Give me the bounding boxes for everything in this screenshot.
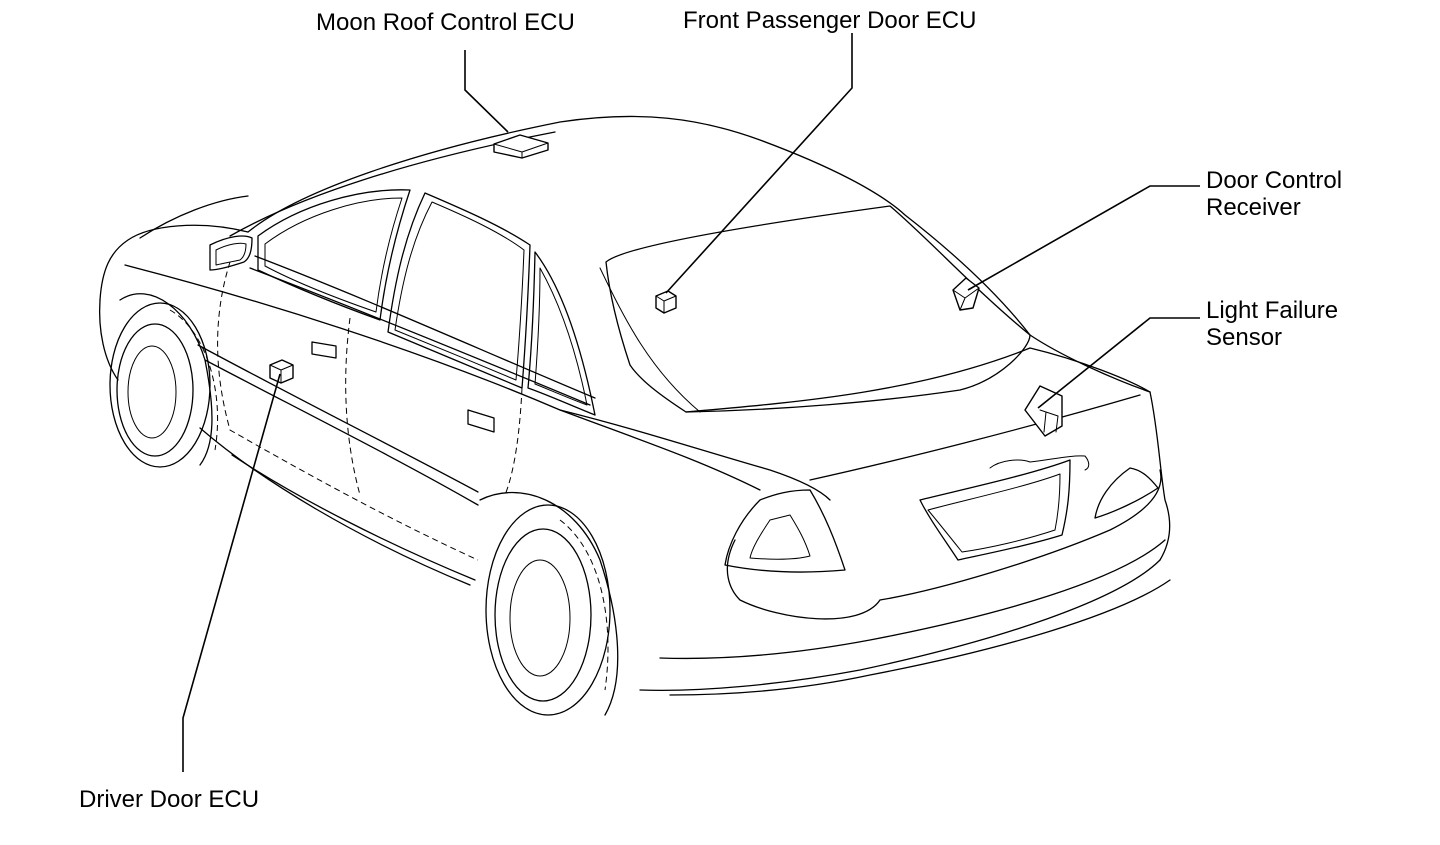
door-control-receiver-part [952,277,980,311]
driver-door-ecu-part [269,359,294,384]
label-moon-roof-text: Moon Roof Control ECU [316,9,575,36]
label-driver-door-ecu: Driver Door ECU [79,786,259,813]
label-moon-roof-control-ecu: Moon Roof Control ECU [316,9,575,36]
moon-roof-ecu-part [493,134,549,159]
label-door-control-line1: Door Control [1206,167,1343,194]
leader-lines [182,33,1200,772]
leader-driver-door-ecu [182,373,281,772]
car-body [98,115,1171,696]
label-light-failure-sensor: Light Failure Sensor [1206,297,1338,351]
label-front-passenger-text: Front Passenger Door ECU [683,7,977,34]
label-door-control-line2: Receiver [1206,194,1301,221]
rear-wheel [479,491,619,716]
leader-door-control-receiver [967,185,1200,291]
label-front-passenger-door-ecu: Front Passenger Door ECU [683,7,976,34]
leader-front-passenger-door-ecu [665,33,853,294]
label-light-failure-line2: Sensor [1206,324,1283,351]
leader-moon-roof-ecu [464,50,509,133]
front-passenger-door-ecu-part [655,290,677,314]
light-failure-sensor-part [1024,385,1063,437]
label-door-control-receiver: Door Control Receiver [1206,167,1342,221]
front-wheel [109,293,219,468]
label-driver-door-text: Driver Door ECU [79,786,260,813]
label-light-failure-line1: Light Failure [1206,297,1339,324]
leader-light-failure-sensor [1037,317,1200,409]
